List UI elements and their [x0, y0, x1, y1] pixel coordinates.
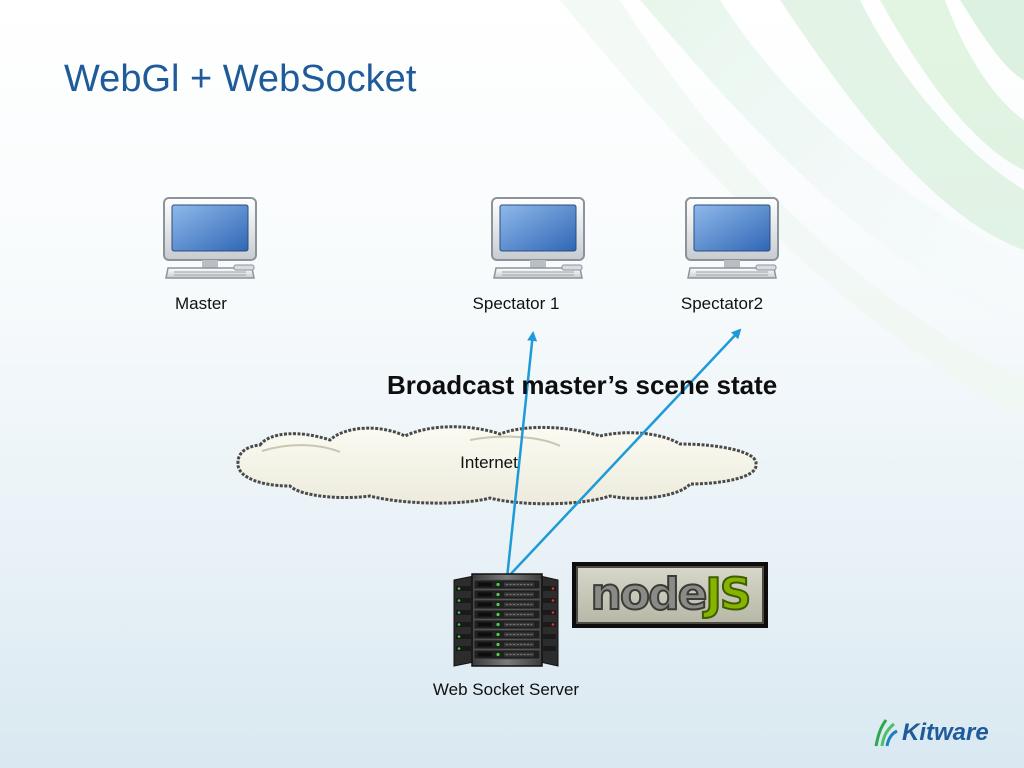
- arrow-to-spectator2: [506, 328, 742, 579]
- cloud-icon: [236, 425, 758, 506]
- kitware-logo: Kitware: [872, 718, 989, 748]
- kitware-logo-text: Kitware: [902, 719, 989, 746]
- slide-title: WebGl + WebSocket: [64, 58, 417, 100]
- spectator2-computer-icon: [685, 197, 779, 279]
- kitware-logo-icon: [874, 719, 898, 747]
- web-socket-server-label: Web Socket Server: [432, 680, 580, 699]
- master-computer-icon: [163, 197, 257, 279]
- server-rack-icon: [453, 573, 559, 667]
- arrow-to-spectator1: [505, 331, 538, 579]
- broadcast-annotation: Broadcast master’s scene state: [387, 370, 778, 400]
- spectator1-label: Spectator 1: [472, 294, 560, 313]
- spectator2-label: Spectator2: [680, 294, 764, 313]
- nodejs-logo-text: node: [590, 569, 709, 620]
- master-label: Master: [175, 294, 227, 313]
- internet-label: Internet: [460, 453, 518, 472]
- spectator1-computer-icon: [491, 197, 585, 279]
- nodejs-logo-js: JS: [704, 569, 752, 620]
